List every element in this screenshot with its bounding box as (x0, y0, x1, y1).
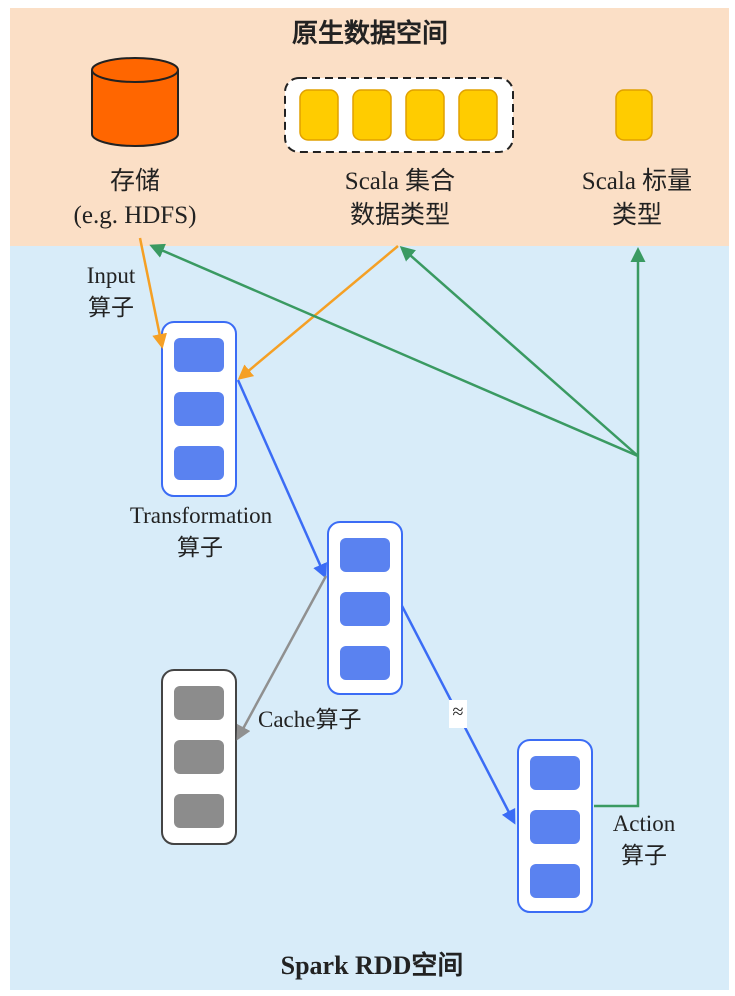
input-arrow-from-storage (138, 237, 167, 349)
rdd-partition (174, 446, 224, 480)
scalar-sublabel: 类型 (611, 202, 662, 229)
rdd-input (161, 321, 237, 497)
storage-cylinder-icon (91, 57, 179, 147)
action-output-line (594, 456, 640, 808)
collection-element (299, 89, 339, 141)
input-operator-label: Input (86, 263, 136, 288)
cached-partition (174, 740, 224, 774)
storage-sublabel: (e.g. HDFS) (73, 202, 197, 229)
action-to-collection-arrow (399, 246, 639, 457)
collection-element (405, 89, 445, 141)
rdd-partition (174, 392, 224, 426)
rdd-partition (340, 646, 390, 680)
collection-label: Scala 集合 (344, 168, 456, 195)
cached-partition (174, 686, 224, 720)
rdd-cached (161, 669, 237, 845)
scalar-label: Scala 标量 (581, 168, 693, 195)
action-operator-sublabel: 算子 (621, 843, 667, 868)
rdd-action (517, 739, 593, 913)
action-to-storage-arrow (149, 243, 639, 458)
rdd-partition (174, 338, 224, 372)
approx-badge (449, 700, 467, 728)
scala-scalar-element (615, 89, 653, 141)
rdd-partition (530, 756, 580, 790)
rdd-partition (340, 592, 390, 626)
storage-label: 存储 (109, 168, 160, 195)
rdd-partition (530, 864, 580, 898)
transformation-operator-label: Transformation (129, 503, 273, 528)
input-arrow-from-collection (237, 245, 399, 380)
input-operator-sublabel: 算子 (88, 295, 134, 320)
cache-operator-label: Cache算子 (258, 707, 362, 732)
rdd-transformed (327, 521, 403, 695)
rdd-partition (530, 810, 580, 844)
collection-element (458, 89, 498, 141)
rdd-space-title: Spark RDD空间 (280, 951, 464, 980)
transformation-operator-sublabel: 算子 (177, 535, 223, 560)
native-space-title: 原生数据空间 (291, 19, 448, 48)
collection-element (352, 89, 392, 141)
cache-arrow (236, 575, 328, 741)
collection-sublabel: 数据类型 (349, 202, 450, 229)
cached-partition (174, 794, 224, 828)
scala-collection-group (284, 77, 514, 153)
transformation-arrow (236, 379, 327, 579)
approx-symbol: ≈ (452, 701, 464, 723)
action-operator-label: Action (612, 811, 676, 836)
rdd-partition (340, 538, 390, 572)
